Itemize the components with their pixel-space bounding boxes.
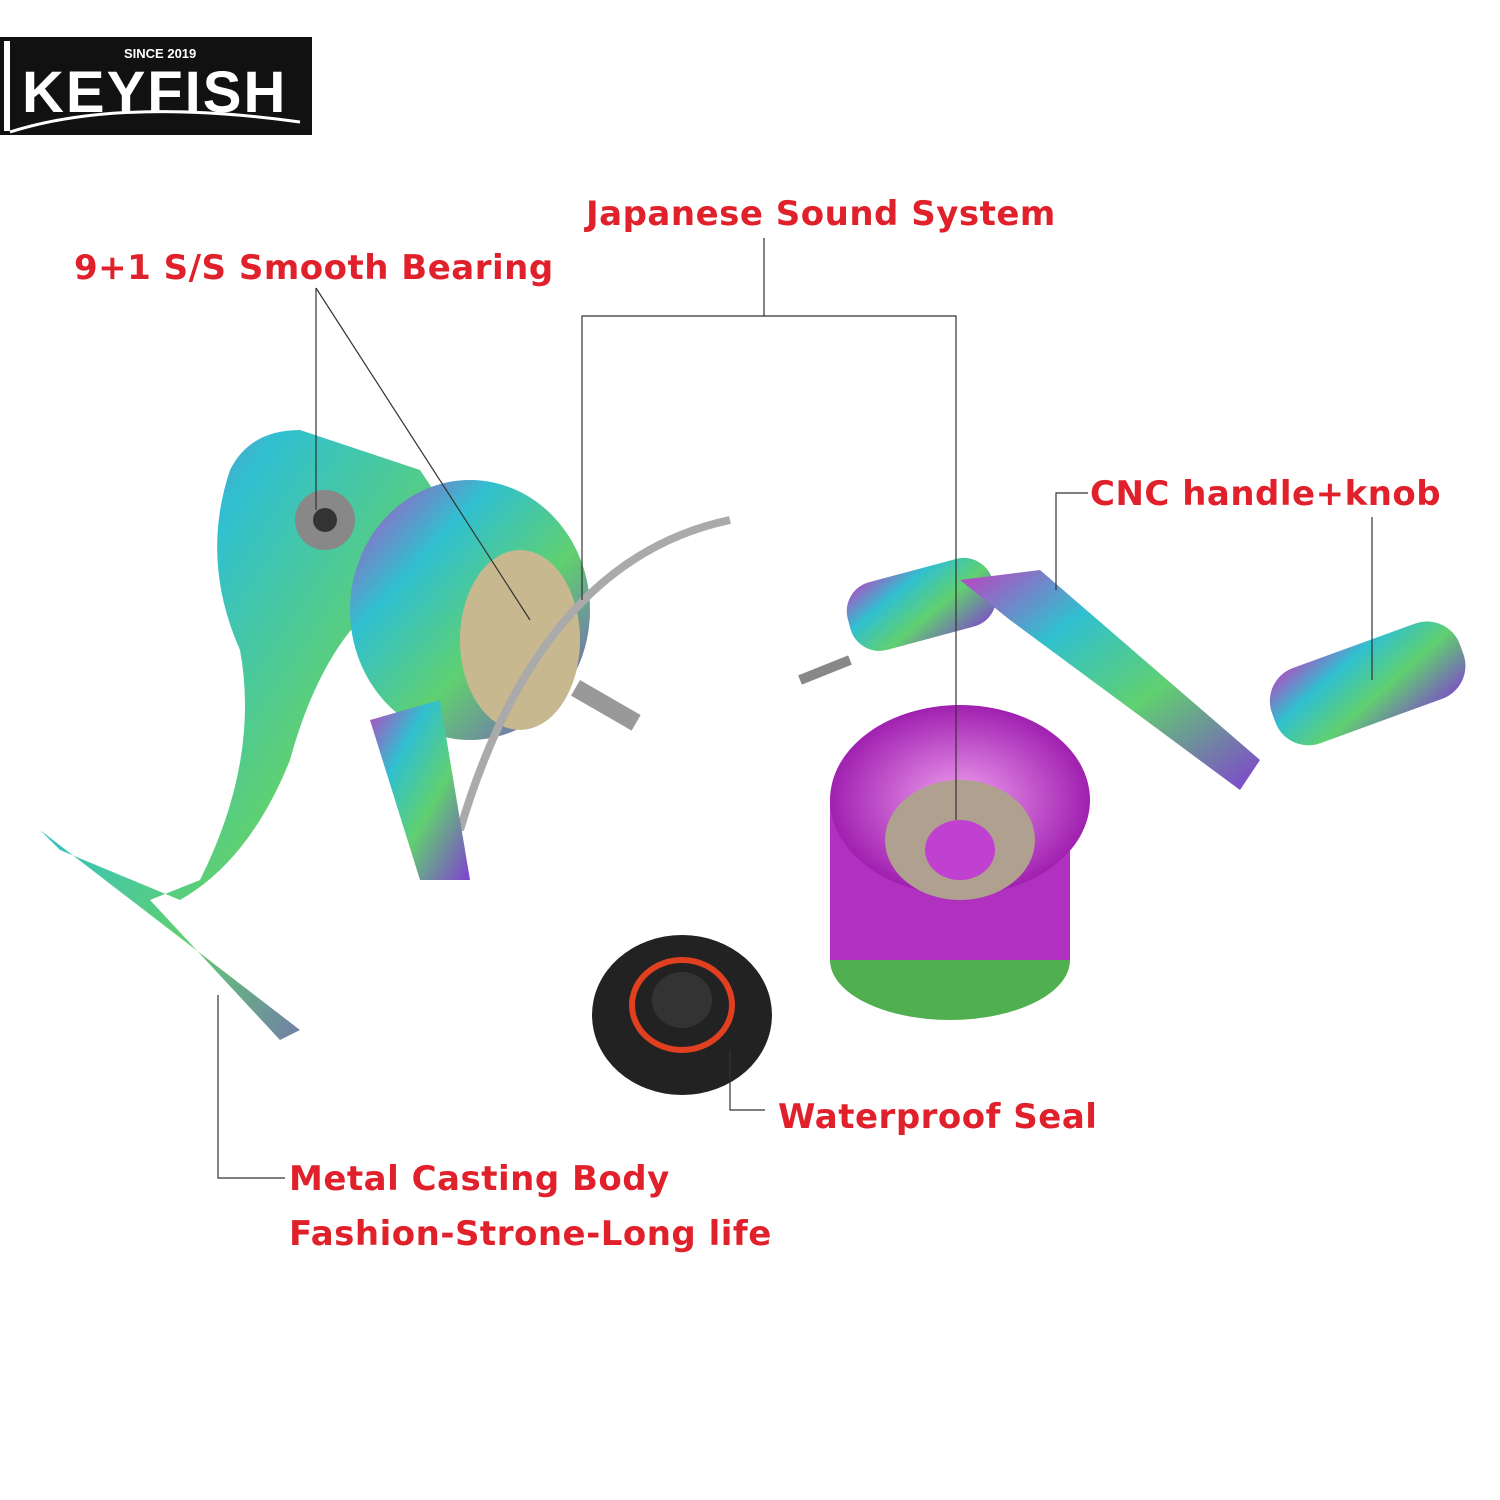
logo-since: SINCE 2019 — [124, 46, 197, 61]
brand-logo: SINCE 2019 KEYFISH — [0, 37, 312, 135]
reel-body — [40, 430, 731, 1040]
label-smooth-bearing: 9+1 S/S Smooth Bearing — [74, 248, 554, 288]
cnc-handle — [798, 557, 1466, 790]
spool — [830, 705, 1090, 1020]
label-body-tagline: Fashion-Strone-Long life — [289, 1214, 772, 1254]
waterproof-seal — [592, 935, 772, 1095]
label-cnc-handle: CNC handle+knob — [1090, 474, 1442, 514]
leader-lines — [217, 238, 1373, 1179]
label-waterproof-seal: Waterproof Seal — [778, 1097, 1098, 1137]
label-sound-system: Japanese Sound System — [586, 194, 1056, 234]
label-metal-body: Metal Casting Body — [289, 1159, 670, 1199]
logo-swoosh-icon — [4, 41, 301, 134]
